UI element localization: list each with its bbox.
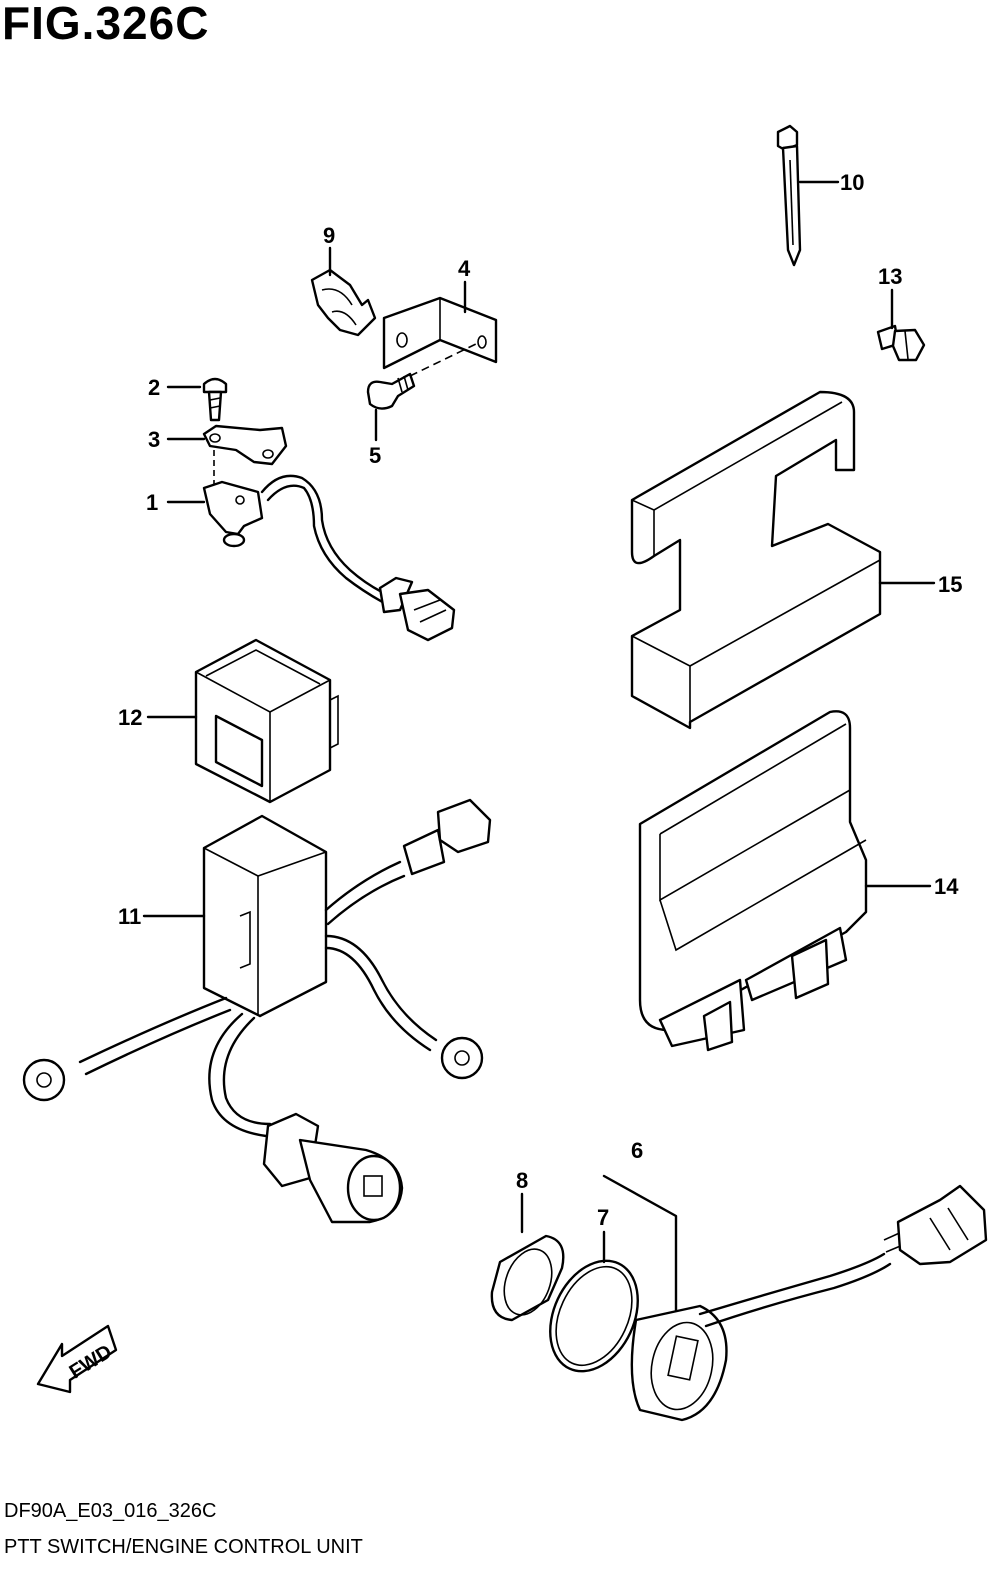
figure-caption: PTT SWITCH/ENGINE CONTROL UNIT xyxy=(4,1536,363,1558)
bolt-part-13 xyxy=(876,288,926,362)
callout-6: 6 xyxy=(631,1138,643,1163)
callout-8: 8 xyxy=(516,1168,528,1193)
callout-14: 14 xyxy=(934,874,959,899)
callout-11: 11 xyxy=(118,904,141,929)
screw-part-2 xyxy=(166,377,228,422)
callout-3: 3 xyxy=(148,427,160,452)
cover-part-12 xyxy=(146,638,339,804)
callout-9: 9 xyxy=(323,223,335,248)
o-ring-part-7 xyxy=(549,1230,639,1373)
bracket-part-4 xyxy=(382,280,498,377)
callout-10: 10 xyxy=(840,170,864,195)
retainer-part-8 xyxy=(490,1192,565,1322)
callout-4: 4 xyxy=(458,256,471,281)
clamp-part-9 xyxy=(310,246,377,337)
callout-1: 1 xyxy=(146,490,158,515)
bolt-part-5 xyxy=(366,372,416,442)
callout-7: 7 xyxy=(597,1205,609,1230)
switch-socket-part-6 xyxy=(602,1174,988,1422)
callout-12: 12 xyxy=(118,705,142,730)
callout-labels: 1 2 3 4 5 6 7 8 9 10 11 12 13 14 15 xyxy=(118,170,962,1230)
ptt-switch-part-1 xyxy=(166,450,456,642)
callout-5: 5 xyxy=(369,443,381,468)
figure-code: DF90A_E03_016_326C xyxy=(4,1500,217,1522)
callout-2: 2 xyxy=(148,375,160,400)
ecu-cover-part-15 xyxy=(630,390,936,730)
cable-tie-part-10 xyxy=(776,124,840,267)
callout-15: 15 xyxy=(938,572,962,597)
fwd-direction-arrow: FWD xyxy=(36,1324,118,1394)
plate-part-3 xyxy=(166,424,288,466)
ecu-part-14 xyxy=(638,710,932,1052)
callout-13: 13 xyxy=(878,264,902,289)
figure-title: FIG.326C xyxy=(2,0,210,49)
relay-harness-part-11 xyxy=(22,798,492,1224)
